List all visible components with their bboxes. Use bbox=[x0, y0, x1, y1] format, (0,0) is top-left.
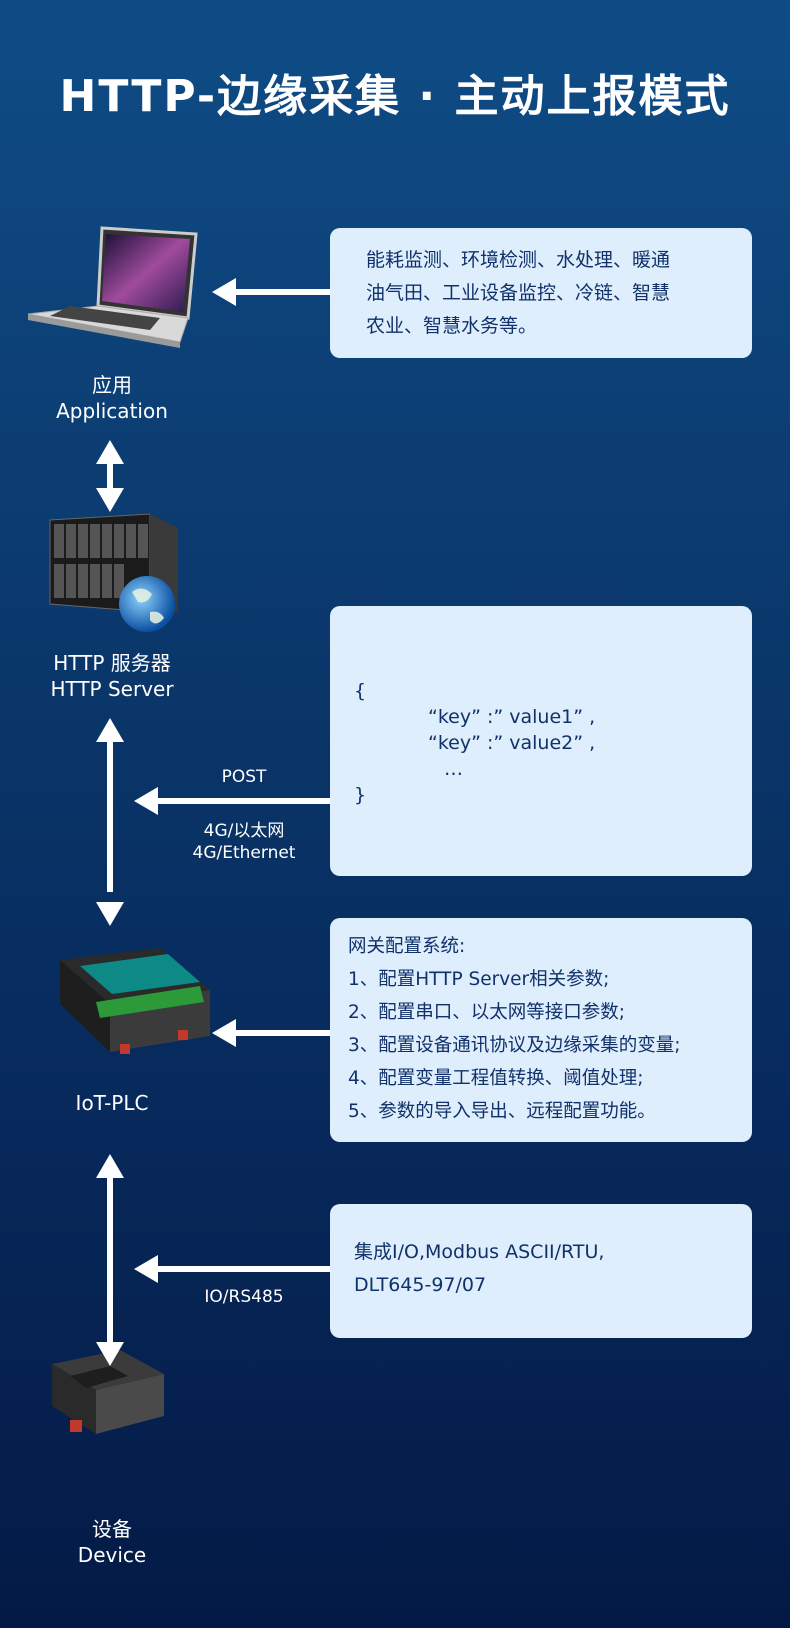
box-protocols: 集成I/O,Modbus ASCII/RTU, DLT645-97/07 bbox=[330, 1204, 752, 1338]
iot-plc-icon bbox=[60, 948, 210, 1054]
gateway-line: 网关配置系统: bbox=[348, 936, 466, 957]
box-applications: 能耗监测、环境检测、水处理、暖通 油气田、工业设备监控、冷链、智慧 农业、智慧水… bbox=[330, 228, 752, 358]
page-title: HTTP-边缘采集 · 主动上报模式 bbox=[59, 71, 731, 122]
applications-line: 农业、智慧水务等。 bbox=[366, 315, 538, 337]
json-line: … bbox=[444, 758, 463, 780]
server-icon bbox=[49, 513, 178, 632]
link-post-label: POST bbox=[221, 767, 267, 787]
box-gateway-config: 网关配置系统: 1、配置HTTP Server相关参数; 2、配置串口、以太网等… bbox=[330, 918, 752, 1142]
link-io-label: IO/RS485 bbox=[204, 1287, 284, 1307]
json-line: “key” :” value1” , bbox=[428, 706, 596, 728]
gateway-line: 3、配置设备通讯协议及边缘采集的变量; bbox=[348, 1035, 681, 1056]
gateway-line: 1、配置HTTP Server相关参数; bbox=[348, 969, 610, 990]
node-plc: IoT-PLC bbox=[30, 1090, 194, 1116]
protocols-line: DLT645-97/07 bbox=[354, 1274, 487, 1296]
applications-line: 能耗监测、环境检测、水处理、暖通 bbox=[366, 249, 671, 271]
arrow-server-plc bbox=[96, 718, 124, 926]
server-label-cn: HTTP 服务器 bbox=[53, 651, 171, 675]
link-network-label: 4G/以太网 4G/Ethernet bbox=[164, 820, 324, 864]
gateway-line: 2、配置串口、以太网等接口参数; bbox=[348, 1002, 626, 1023]
json-line: } bbox=[354, 784, 367, 806]
gateway-line: 5、参数的导入导出、远程配置功能。 bbox=[348, 1101, 656, 1122]
arrow-app-server bbox=[96, 440, 124, 512]
arrow-applications bbox=[212, 278, 330, 306]
node-device: 设备 Device bbox=[30, 1516, 194, 1568]
arrow-plc-device bbox=[96, 1154, 124, 1366]
link-network-cn: 4G/以太网 bbox=[203, 821, 285, 841]
application-label-cn: 应用 bbox=[92, 373, 132, 397]
plc-label: IoT-PLC bbox=[75, 1091, 149, 1115]
device-icon bbox=[52, 1350, 164, 1434]
gateway-line: 4、配置变量工程值转换、阈值处理; bbox=[348, 1068, 644, 1089]
arrow-io bbox=[134, 1255, 330, 1283]
applications-line: 油气田、工业设备监控、冷链、智慧 bbox=[366, 282, 671, 304]
application-label-en: Application bbox=[56, 399, 168, 423]
node-server: HTTP 服务器 HTTP Server bbox=[20, 650, 204, 702]
json-line: “key” :” value2” , bbox=[428, 732, 596, 754]
box-json-payload: { “key” :” value1” , “key” :” value2” , … bbox=[330, 606, 752, 876]
server-label-en: HTTP Server bbox=[50, 677, 174, 701]
json-line: { bbox=[354, 680, 367, 702]
node-application: 应用 Application bbox=[30, 372, 194, 424]
laptop-icon bbox=[27, 226, 198, 348]
device-label-en: Device bbox=[77, 1543, 147, 1567]
protocols-line: 集成I/O,Modbus ASCII/RTU, bbox=[354, 1241, 605, 1263]
arrow-post bbox=[134, 787, 330, 815]
arrow-gateway bbox=[212, 1019, 330, 1047]
link-network-en: 4G/Ethernet bbox=[192, 843, 296, 863]
device-label-cn: 设备 bbox=[92, 1517, 132, 1541]
